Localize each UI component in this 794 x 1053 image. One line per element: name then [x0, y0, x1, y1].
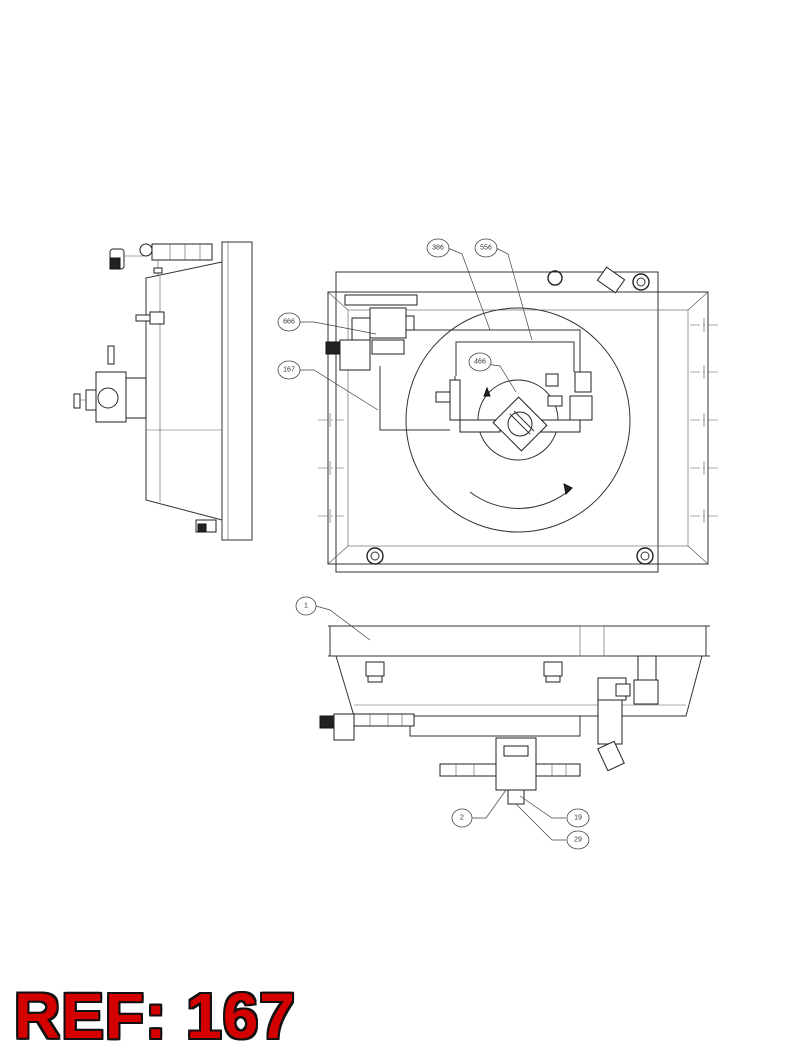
- callout-666-label: 666: [283, 319, 295, 326]
- top-view: [318, 266, 718, 573]
- callout-2-label: 2: [460, 815, 464, 822]
- callout-167: 167: [277, 360, 301, 380]
- callout-466-label: 466: [474, 359, 486, 366]
- callout-1-label: 1: [304, 603, 308, 610]
- callout-1: 1: [295, 596, 317, 616]
- callout-29: 29: [566, 830, 590, 850]
- callout-19-label: 19: [574, 815, 582, 822]
- side-view: [73, 241, 253, 541]
- ref-label: REF: 167: [14, 980, 296, 1052]
- leaders: [300, 247, 566, 841]
- callout-386: 386: [426, 238, 450, 258]
- callout-386-label: 386: [432, 245, 444, 252]
- callout-167-label: 167: [283, 367, 295, 374]
- callout-29-label: 29: [574, 837, 582, 844]
- callout-19: 19: [566, 808, 590, 828]
- callout-556: 556: [474, 238, 498, 258]
- callout-466: 466: [468, 352, 492, 372]
- callout-2: 2: [451, 808, 473, 828]
- callout-666: 666: [277, 312, 301, 332]
- callout-556-label: 556: [480, 245, 492, 252]
- front-view: [319, 625, 710, 805]
